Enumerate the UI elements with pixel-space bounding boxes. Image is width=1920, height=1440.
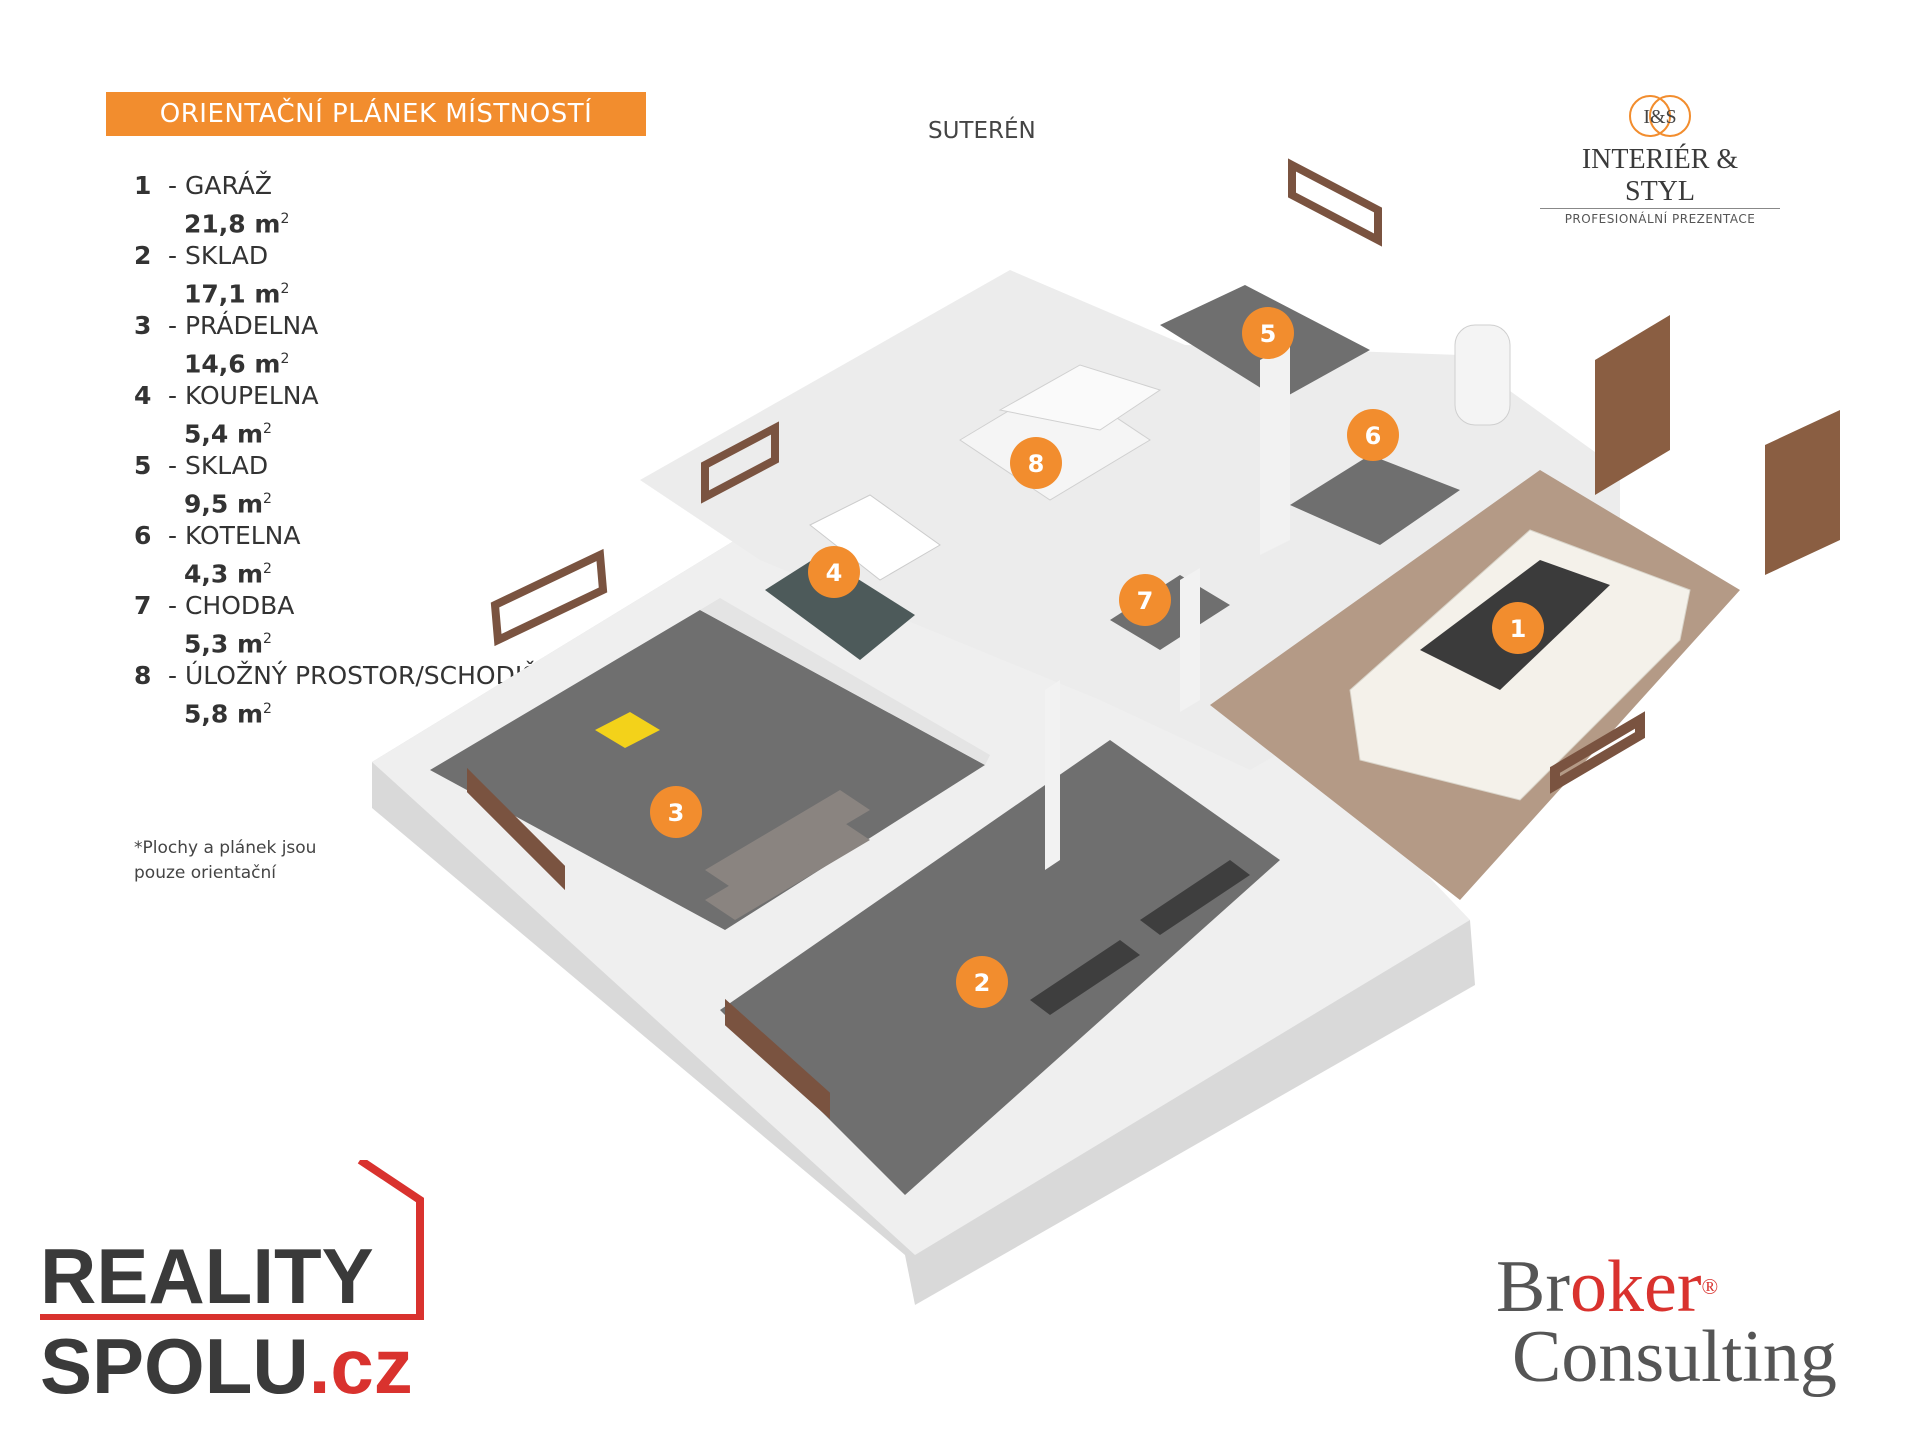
legend-room-area: 21,8 m — [184, 209, 281, 239]
window-frame — [725, 998, 830, 1120]
legend-item: 7 - CHODBA 5,3 m2 — [134, 588, 569, 658]
broker-word-end: oker — [1570, 1246, 1702, 1328]
area-unit-superscript: 2 — [263, 491, 272, 507]
room-marker: 3 — [650, 786, 702, 838]
legend-item: 6 - KOTELNA 4,3 m2 — [134, 518, 569, 588]
legend-room-area: 4,3 m — [184, 559, 264, 589]
legend-number: 7 — [134, 591, 152, 620]
disclaimer-note: *Plochy a plánek jsou pouze orientační — [134, 836, 354, 886]
area-unit-superscript: 2 — [280, 281, 290, 297]
room-marker-label: 4 — [826, 559, 843, 587]
legend-number: 5 — [134, 451, 152, 480]
shelf-unit — [705, 790, 870, 890]
room-marker: 5 — [1242, 307, 1294, 359]
plan-title: ORIENTAČNÍ PLÁNEK MÍSTNOSTÍ — [159, 99, 593, 129]
broker-word-start: Br — [1496, 1246, 1570, 1328]
legend-room-area: 5,3 m — [184, 629, 264, 659]
house-roof-icon — [40, 1160, 424, 1320]
legend-room-area: 17,1 m — [184, 279, 281, 309]
dark-shelf-unit — [1140, 860, 1250, 935]
room-marker-label: 3 — [668, 799, 685, 827]
legend-room-name: - SKLAD — [168, 451, 269, 480]
staircase-upper — [998, 364, 1162, 431]
reality-spolu-logo: REALITY SPOLU.cz — [40, 1160, 424, 1406]
legend-room-name: - PRÁDELNA — [168, 311, 319, 340]
room-marker-label: 5 — [1260, 320, 1277, 348]
broker-consulting-logo: Broker® Consulting — [1496, 1250, 1837, 1398]
room-marker: 4 — [808, 546, 860, 598]
spolu-word: SPOLU — [40, 1322, 309, 1410]
window-frame — [490, 548, 608, 647]
legend-room-name: - SKLAD — [168, 241, 269, 270]
partition-wall — [1180, 568, 1200, 712]
legend-item: 5 - SKLAD 9,5 m2 — [134, 448, 569, 518]
legend-item: 3 - PRÁDELNA 14,6 m2 — [134, 308, 569, 378]
garage-door-right — [1765, 410, 1840, 575]
window-frame — [467, 767, 565, 891]
reality-word: REALITY — [40, 1232, 374, 1320]
legend-item: 2- SKLAD 17,1 m2 — [134, 238, 569, 308]
area-unit-superscript: 2 — [280, 211, 290, 227]
note-line: *Plochy a plánek jsou — [134, 838, 317, 858]
plan-title-banner: ORIENTAČNÍ PLÁNEK MÍSTNOSTÍ — [106, 92, 646, 136]
legend-number: 4 — [134, 381, 152, 410]
is-monogram: I&S — [1643, 106, 1676, 128]
is-brand: INTERIÉR & STYL — [1540, 144, 1780, 209]
legend-number: 2 — [134, 241, 152, 270]
legend-number: 1 — [134, 171, 152, 200]
legend-room-name: - CHODBA — [168, 591, 295, 620]
legend-room-name: - KOTELNA — [168, 521, 301, 550]
registered-mark: ® — [1701, 1274, 1719, 1299]
shelf-unit — [705, 820, 870, 920]
garage-door-left — [1595, 315, 1670, 495]
legend-item: 1 - GARÁŽ 21,8 m2 — [134, 168, 569, 238]
partition-wall — [1260, 345, 1290, 555]
floor-label: SUTERÉN — [928, 118, 1036, 144]
area-unit-superscript: 2 — [263, 631, 272, 647]
legend-room-area: 14,6 m — [184, 349, 281, 379]
room-marker: 2 — [956, 956, 1008, 1008]
partition-wall — [1045, 680, 1060, 870]
yellow-storage-box — [595, 712, 660, 748]
area-unit-superscript: 2 — [280, 351, 290, 367]
window-frame — [1550, 711, 1645, 794]
room-marker-label: 7 — [1137, 587, 1154, 615]
legend-room-name: - GARÁŽ — [168, 171, 273, 200]
room-marker-label: 8 — [1028, 450, 1045, 478]
note-line: pouze orientační — [134, 863, 277, 883]
room-marker-label: 1 — [1510, 615, 1527, 643]
window-frame — [1288, 158, 1382, 247]
consulting-word: Consulting — [1512, 1316, 1837, 1398]
room-marker: 8 — [1010, 437, 1062, 489]
room-marker-label: 2 — [974, 969, 991, 997]
legend-item: 4 - KOUPELNA 5,4 m2 — [134, 378, 569, 448]
legend-number: 3 — [134, 311, 152, 340]
area-unit-superscript: 2 — [263, 701, 272, 717]
interier-styl-logo: I&S INTERIÉR & STYL PROFESIONÁLNÍ PREZEN… — [1540, 92, 1780, 226]
room-marker-label: 6 — [1365, 422, 1382, 450]
boiler-cylinder — [1454, 324, 1511, 426]
is-monogram-icon: I&S — [1629, 95, 1691, 137]
legend-number: 8 — [134, 661, 152, 690]
room-legend: 1- GARÁŽ 21,8 m2 2- SKLAD 17,1 m2 3- PRÁ… — [134, 168, 569, 728]
area-unit-superscript: 2 — [263, 421, 272, 437]
legend-room-area: 5,4 m — [184, 419, 264, 449]
dark-shelf-unit — [1030, 940, 1140, 1015]
domain-suffix: .cz — [308, 1322, 413, 1410]
legend-number: 6 — [134, 521, 152, 550]
partition-wall — [700, 598, 990, 765]
room-floor-boiler — [1290, 455, 1460, 545]
room-marker: 6 — [1347, 409, 1399, 461]
area-unit-superscript: 2 — [263, 561, 272, 577]
room-floor-bathroom — [765, 555, 915, 660]
room-marker: 1 — [1492, 602, 1544, 654]
room-marker: 7 — [1119, 574, 1171, 626]
legend-room-name: - KOUPELNA — [168, 381, 319, 410]
is-tagline: PROFESIONÁLNÍ PREZENTACE — [1564, 212, 1756, 226]
legend-room-area: 5,8 m — [184, 699, 264, 729]
window-frame — [701, 421, 779, 504]
legend-room-area: 9,5 m — [184, 489, 264, 519]
